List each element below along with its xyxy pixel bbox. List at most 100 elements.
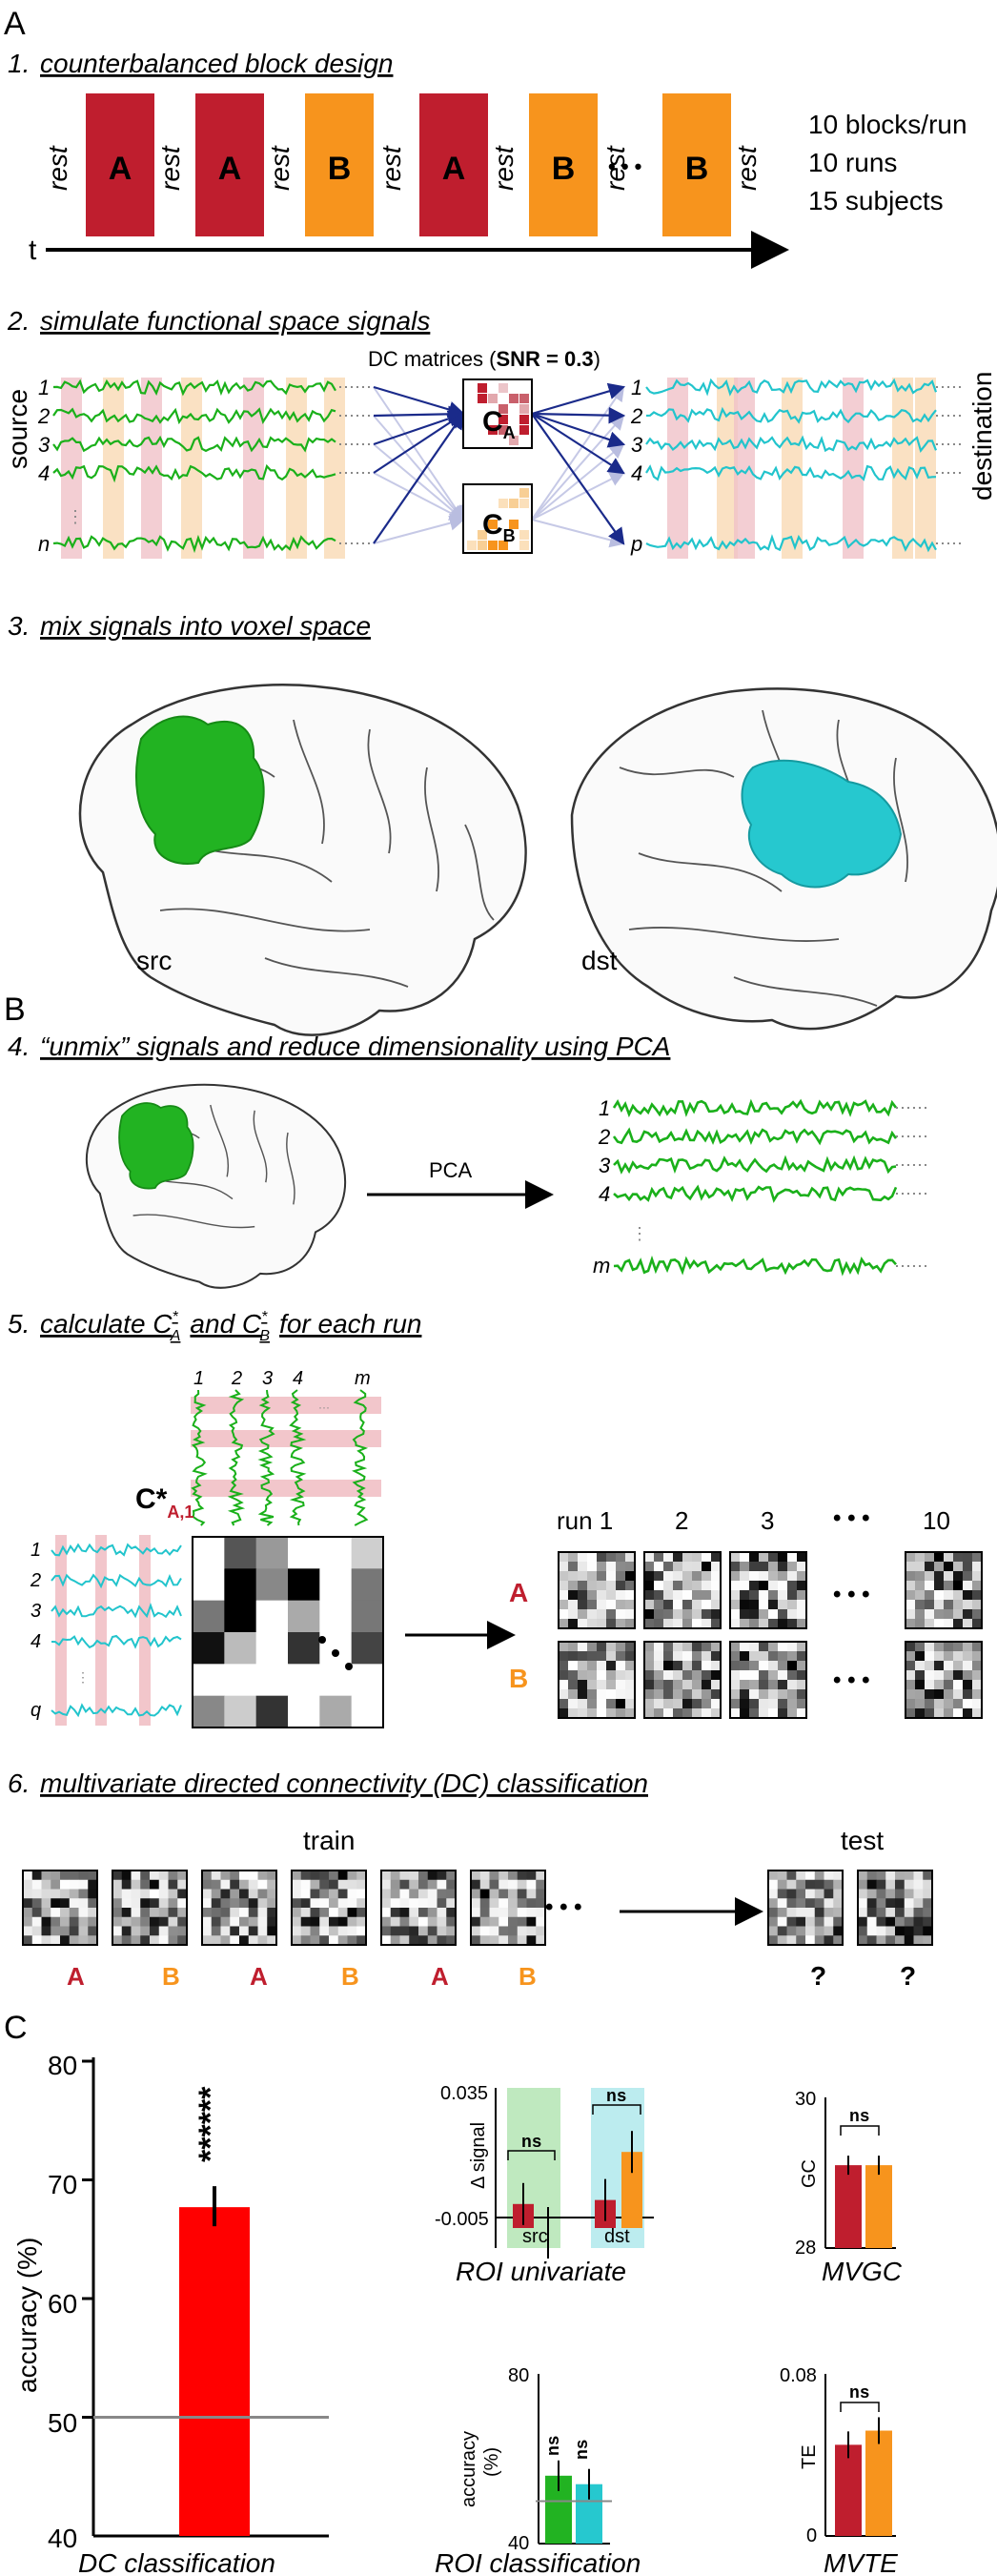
train-matrix-4-cell: [418, 1879, 429, 1890]
cstar-cell: [193, 1568, 225, 1602]
run-matrix-b-3-cell: [972, 1680, 983, 1690]
train-matrix-5-cell: [498, 1916, 509, 1927]
test-matrix-1-cell: [904, 1889, 914, 1899]
run-matrix-a-0-cell: [606, 1562, 617, 1572]
train-matrix-5: [470, 1870, 546, 1946]
run-matrix-a-2-cell: [740, 1590, 750, 1601]
run-matrix-a-2-cell: [759, 1609, 769, 1620]
train-matrix-0-cell: [78, 1871, 89, 1881]
col-trace-4: [352, 1389, 369, 1526]
run-matrix-b-0-cell: [568, 1651, 579, 1662]
train-matrix-4-cell: [381, 1916, 392, 1927]
run-matrix-a-3-cell: [925, 1590, 935, 1601]
run-matrix-a-3-cell: [934, 1609, 945, 1620]
train-matrix-4-cell: [399, 1871, 410, 1881]
run-matrix-b-3-cell: [953, 1670, 964, 1681]
run-matrix-a-3-cell: [972, 1571, 983, 1582]
run-matrix-b-0-cell: [559, 1708, 569, 1719]
train-matrix-3-cell: [329, 1916, 339, 1927]
train-matrix-1-cell: [158, 1935, 169, 1946]
train-matrix-4-cell: [390, 1871, 400, 1881]
run-matrix-b-2-cell: [778, 1699, 788, 1709]
src-trace-3: [52, 463, 336, 483]
train-matrix-2-cell: [267, 1908, 277, 1918]
train-matrix-3-cell: [347, 1935, 357, 1946]
run-matrix-b-1-cell: [682, 1670, 693, 1681]
run-matrix-a-3-cell: [915, 1619, 926, 1629]
dst-trace-0: [645, 378, 938, 397]
dst-row-p: p: [630, 532, 642, 556]
block-label-5: B: [552, 151, 576, 187]
matB-cell: [498, 499, 508, 508]
test-matrix-0-cell: [814, 1916, 824, 1927]
run-matrix-b-3-cell: [963, 1670, 973, 1681]
run-matrix-b-0-cell: [559, 1680, 569, 1690]
dst-trace-1: [645, 406, 937, 424]
run-matrix-b-3-cell: [915, 1699, 926, 1709]
run-matrix-b-1-cell: [682, 1680, 693, 1690]
in-arrow-a-1: [373, 405, 466, 423]
run-matrix-a-2-cell: [749, 1571, 760, 1582]
train-matrix-5-cell: [508, 1898, 519, 1909]
train-matrix-2-cell: [239, 1916, 250, 1927]
matB-cell: [498, 541, 508, 550]
test-matrix-1-cell: [876, 1908, 886, 1918]
run-matrix-a-0-cell: [568, 1600, 579, 1610]
mvte-xlabel: MVTE: [824, 2548, 898, 2576]
train-matrix-2-cell: [230, 1908, 240, 1918]
row-b-label: B: [509, 1664, 528, 1693]
train-matrix-0-cell: [60, 1916, 71, 1927]
run-matrix-a-0-cell: [625, 1590, 636, 1601]
row-trace-1: [51, 1573, 182, 1589]
run-matrix-b-3-cell: [972, 1699, 983, 1709]
run-matrix-a-1-cell: [673, 1562, 683, 1572]
dc-xlabel: DC classification: [78, 2548, 275, 2576]
run-matrix-b-0-cell: [568, 1670, 579, 1681]
train-matrix-4-cell: [399, 1916, 410, 1927]
train-matrix-2-cell: [248, 1879, 258, 1890]
train-matrix-2-cell: [248, 1871, 258, 1881]
run-matrix-a-2-cell: [730, 1562, 741, 1572]
train-matrices: [22, 1870, 546, 1946]
matA-cell: [519, 425, 529, 435]
train-matrix-2-cell: [267, 1935, 277, 1946]
train-matrix-0-cell: [51, 1916, 61, 1927]
run-matrix-a-2-cell: [768, 1600, 779, 1610]
train-matrix-3-cell: [337, 1879, 348, 1890]
mvgc-bar-0: [835, 2165, 862, 2248]
test-matrix-1-cell: [885, 1916, 896, 1927]
run-matrix-a-3-cell: [934, 1571, 945, 1582]
dst-shade-2: [734, 378, 755, 559]
run-matrix-b-0-cell: [597, 1670, 607, 1681]
train-matrix-2-cell: [211, 1935, 221, 1946]
test-matrix-0-cell: [796, 1908, 806, 1918]
run-matrix-a-0-cell: [587, 1590, 598, 1601]
col-label-3: 3: [262, 1368, 273, 1389]
dst-shade-3: [782, 378, 803, 559]
cstar-cell: [288, 1537, 320, 1569]
train-matrix-3-cell: [319, 1908, 330, 1918]
train-matrix-4-cell: [427, 1935, 437, 1946]
run-matrix-a-2-cell: [730, 1590, 741, 1601]
run-matrix-b-0-cell: [578, 1661, 588, 1671]
run-matrix-a-1-cell: [702, 1600, 712, 1610]
run-matrix-a-2-cell: [768, 1590, 779, 1601]
cstar-cell: [193, 1600, 225, 1633]
run-matrix-a-1-cell: [682, 1590, 693, 1601]
run-matrix-a-0-cell: [578, 1619, 588, 1629]
train-matrix-4-cell: [409, 1935, 419, 1946]
run-matrix-b-2-cell: [749, 1642, 760, 1652]
run-matrix-a-1-cell: [673, 1609, 683, 1620]
test-matrix-0-cell: [824, 1935, 834, 1946]
run-matrix-b-2-cell: [740, 1680, 750, 1690]
run-matrix-b-2-cell: [787, 1651, 798, 1662]
run-matrix-a-3-cell: [972, 1590, 983, 1601]
in-arrow-b-4: [373, 515, 465, 544]
test-matrix-0-cell: [768, 1871, 779, 1881]
test-matrix-1-cell: [876, 1889, 886, 1899]
test-matrix-0-cell: [805, 1879, 816, 1890]
train-matrix-5-cell: [498, 1898, 509, 1909]
run-matrix-b-1-cell: [702, 1708, 712, 1719]
train-ellipsis: • • •: [545, 1894, 582, 1920]
